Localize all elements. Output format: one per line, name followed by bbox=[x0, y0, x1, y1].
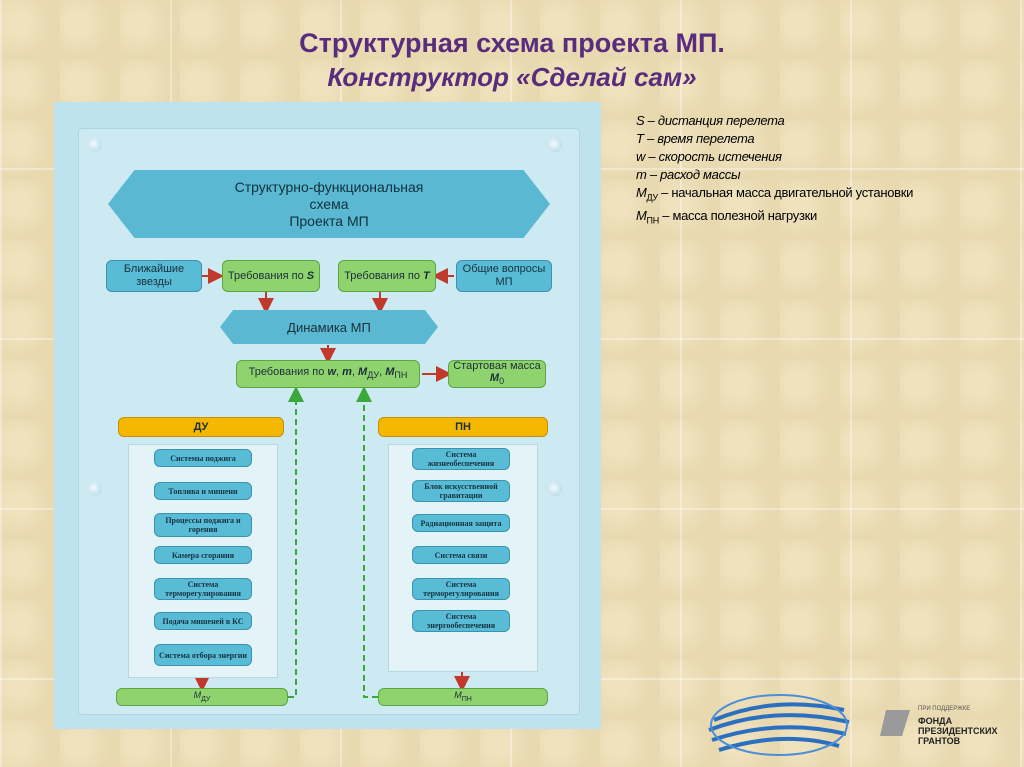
sep: , bbox=[351, 365, 359, 378]
rivet-decor bbox=[548, 138, 562, 152]
legend-item: S – дистанция перелета bbox=[636, 113, 785, 128]
dynamics-hexagon: Динамика МП bbox=[220, 310, 438, 344]
pn-item: Блок искусственной гравитации bbox=[412, 480, 510, 502]
fund-support-label: ПРИ ПОДДЕРЖКЕ bbox=[918, 706, 971, 712]
var-m: m bbox=[342, 365, 352, 378]
pn-item: Система терморегулирования bbox=[412, 578, 510, 600]
sub-du: ДУ bbox=[367, 370, 380, 381]
header-line-2: схема bbox=[309, 195, 349, 212]
legend-item: T – время перелета bbox=[636, 131, 755, 146]
var-s: S bbox=[306, 269, 315, 282]
rivet-decor bbox=[548, 482, 562, 496]
fund-name: ФОНДА ПРЕЗИДЕНТСКИХ ГРАНТОВ bbox=[918, 716, 998, 746]
general-questions-box: Общие вопросы МП bbox=[456, 260, 552, 292]
var-t: T bbox=[423, 269, 430, 282]
legend-item: MДУ – начальная масса двигательной устан… bbox=[636, 185, 914, 203]
requirements-params-box: Требования по w, m, MДУ, MПН bbox=[236, 360, 420, 388]
slide-subtitle: Конструктор «Сделай сам» bbox=[327, 62, 697, 92]
du-item: Камера сгорания bbox=[154, 546, 252, 564]
req-s-label: Требования по bbox=[227, 269, 307, 282]
sep: , bbox=[379, 365, 386, 378]
legend-item: w – скорость истечения bbox=[636, 149, 782, 164]
du-mass-footer: MДУ bbox=[116, 688, 288, 706]
req-t-label: Требования по bbox=[344, 269, 424, 282]
fund-emblem-icon bbox=[880, 710, 910, 736]
var-mpn-footer: M bbox=[454, 689, 462, 700]
legend-item: m – расход массы bbox=[636, 167, 741, 182]
du-item: Топлива и мишени bbox=[154, 482, 252, 500]
general-questions-label: Общие вопросы МП bbox=[462, 263, 546, 288]
header-line-1: Структурно-функциональная bbox=[234, 178, 424, 195]
header-line-3: Проекта МП bbox=[289, 212, 369, 229]
start-mass-label: Стартовая масса bbox=[453, 360, 541, 373]
sep: , bbox=[336, 365, 343, 378]
requirements-t-box: Требования по T bbox=[338, 260, 436, 292]
du-item: Системы поджига bbox=[154, 449, 252, 467]
legend-item: MПН – масса полезной нагрузки bbox=[636, 207, 817, 226]
legend: S – дистанция перелета T – время перелет… bbox=[636, 112, 913, 229]
pn-mass-footer: MПН bbox=[378, 688, 548, 706]
sub-0: 0 bbox=[499, 376, 505, 387]
header-hexagon: Структурно-функциональная схема Проекта … bbox=[108, 170, 550, 238]
var-mdu: M bbox=[358, 365, 368, 378]
start-mass-box: Стартовая масса M0 bbox=[448, 360, 546, 388]
du-item: Система терморегулирования bbox=[154, 578, 252, 600]
nearest-stars-box: Ближайшие звезды bbox=[106, 260, 202, 292]
nearest-stars-label: Ближайшие звезды bbox=[123, 263, 185, 288]
var-mdu-footer: M bbox=[193, 689, 202, 700]
fund-logo: ПРИ ПОДДЕРЖКЕ ФОНДА ПРЕЗИДЕНТСКИХ ГРАНТО… bbox=[880, 704, 1020, 754]
var-mpn: M bbox=[385, 365, 395, 378]
du-header: ДУ bbox=[118, 417, 284, 437]
dynamics-label: Динамика МП bbox=[287, 319, 371, 335]
pn-item: Система связи bbox=[412, 546, 510, 564]
sub-pn: ПН bbox=[394, 370, 408, 381]
sub-pn-footer: ПН bbox=[461, 695, 472, 703]
req-params-prefix: Требования по bbox=[248, 365, 328, 378]
pn-item: Радиационная защита bbox=[412, 514, 510, 532]
requirements-s-box: Требования по S bbox=[222, 260, 320, 292]
du-header-label: ДУ bbox=[193, 420, 209, 433]
slide-title: Структурная схема проекта МП. bbox=[299, 28, 725, 58]
du-item: Подача мишеней в КС bbox=[154, 612, 252, 630]
rivet-decor bbox=[88, 138, 102, 152]
var-m0: M bbox=[489, 372, 500, 385]
du-item: Процессы поджига и горения bbox=[154, 513, 252, 537]
sub-du-footer: ДУ bbox=[201, 695, 211, 703]
pn-header-label: ПН bbox=[455, 420, 471, 433]
du-item: Система отбора энергии bbox=[154, 644, 252, 666]
rivet-decor bbox=[88, 482, 102, 496]
var-w: w bbox=[327, 365, 336, 378]
pn-item: Система энергообеспечения bbox=[412, 610, 510, 632]
pn-item: Система жизнеобеспечения bbox=[412, 448, 510, 470]
pn-header: ПН bbox=[378, 417, 548, 437]
globe-logo-icon bbox=[708, 694, 850, 756]
